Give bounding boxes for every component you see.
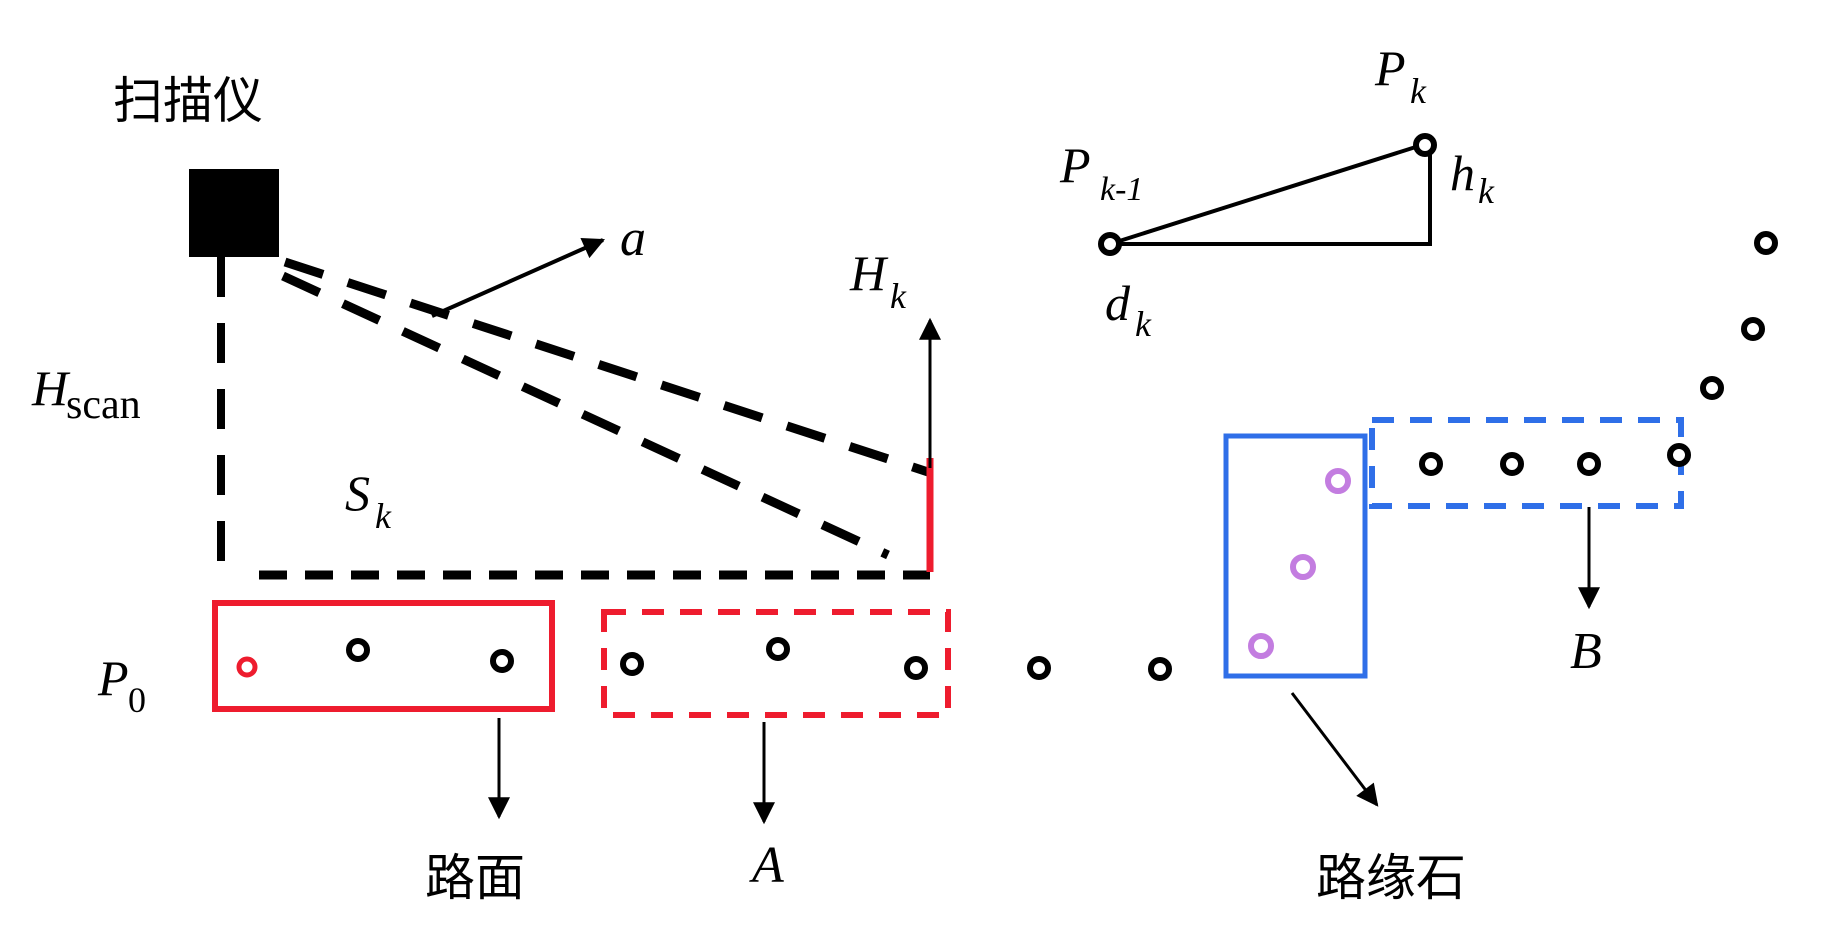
scan-ray-upper	[283, 257, 930, 477]
label-Sk-main: S	[345, 465, 370, 521]
label-Hk-sub: k	[890, 276, 907, 316]
scan-ray-lower	[281, 271, 890, 560]
label-dk-main: d	[1105, 275, 1131, 331]
road-points	[346, 637, 1172, 681]
label-Pk1-main: P	[1059, 137, 1091, 193]
label-Hk-main: H	[849, 245, 889, 301]
label-Pk-sub: k	[1410, 71, 1427, 111]
curb-label: 路缘石	[1316, 849, 1466, 907]
label-Sk-sub: k	[375, 496, 392, 536]
label-a: a	[620, 210, 646, 267]
region-B-box	[1369, 417, 1684, 509]
region-B-label: B	[1570, 623, 1602, 680]
point-Pk	[1413, 133, 1437, 157]
label-Pk1-sub: k-1	[1100, 171, 1143, 208]
a-arrow	[431, 237, 606, 318]
label-hk-main: h	[1450, 145, 1475, 201]
label-Hscan-sub: scan	[66, 382, 141, 428]
region-A-box	[601, 609, 951, 718]
curb-points	[1248, 468, 1351, 659]
label-P0-main: P	[97, 650, 129, 706]
label-P0-sub: 0	[128, 680, 146, 720]
scanner-icon	[189, 169, 279, 257]
label-hk-sub: k	[1478, 171, 1495, 211]
sidewalk-points	[1419, 231, 1778, 476]
region-A-label: A	[749, 837, 784, 894]
road-surface-box	[212, 600, 555, 712]
curb-arrow	[1290, 692, 1379, 807]
label-Hscan-main: H	[31, 360, 71, 416]
point-Pk-1	[1098, 232, 1122, 256]
scanner-label: 扫描仪	[113, 72, 263, 130]
road-surface-label: 路面	[425, 849, 525, 907]
label-dk-sub: k	[1135, 304, 1152, 344]
point-P0	[236, 656, 258, 678]
label-Pk-main: P	[1374, 40, 1406, 96]
slope-line	[1109, 143, 1423, 246]
curb-box	[1223, 433, 1368, 679]
